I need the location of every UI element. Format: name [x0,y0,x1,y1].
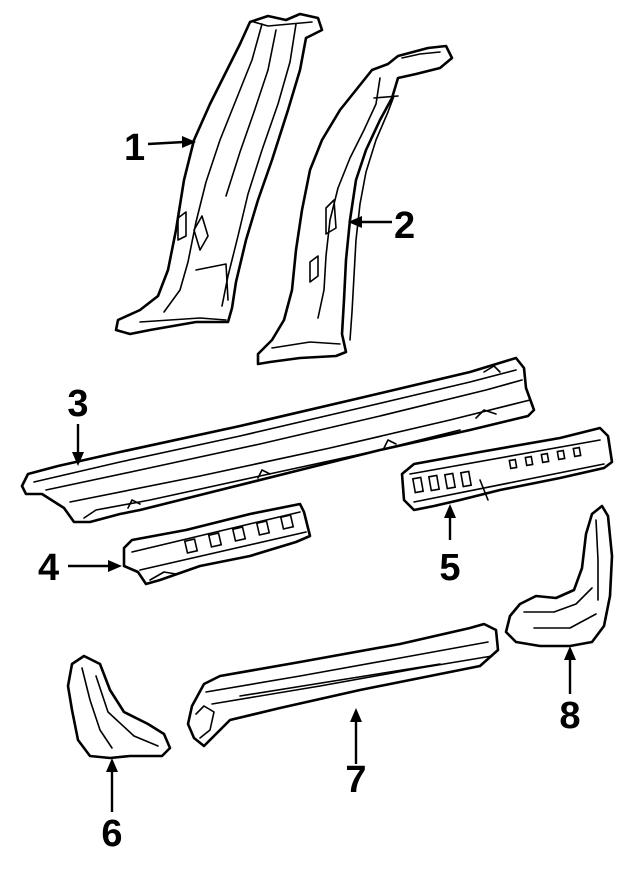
leader-1 [147,136,196,148]
part-1-front-pillar[interactable] [114,12,324,336]
callout-4: 4 [38,547,59,589]
callout-2: 2 [394,205,415,247]
part-7-scuff-plate[interactable] [186,622,500,748]
leader-3 [72,424,84,466]
leader-2 [348,216,392,228]
callout-3: 3 [67,383,88,425]
part-6-kick-panel[interactable] [66,654,172,760]
callout-6: 6 [101,813,122,855]
callout-5: 5 [439,547,460,589]
callout-1: 1 [124,127,145,169]
leader-5 [444,504,456,540]
leader-4 [68,560,122,572]
callout-8: 8 [559,695,580,737]
part-3-rocker-panel[interactable] [20,356,536,524]
callout-7: 7 [345,759,366,801]
leader-6 [106,758,118,812]
part-4-rocker-reinforcement[interactable] [122,502,312,586]
leader-7 [350,708,362,764]
leader-8 [564,646,576,694]
part-2-center-pillar[interactable] [256,44,454,366]
part-8-rear-trim[interactable] [504,504,614,648]
part-5-rocker-extension[interactable] [400,426,614,512]
